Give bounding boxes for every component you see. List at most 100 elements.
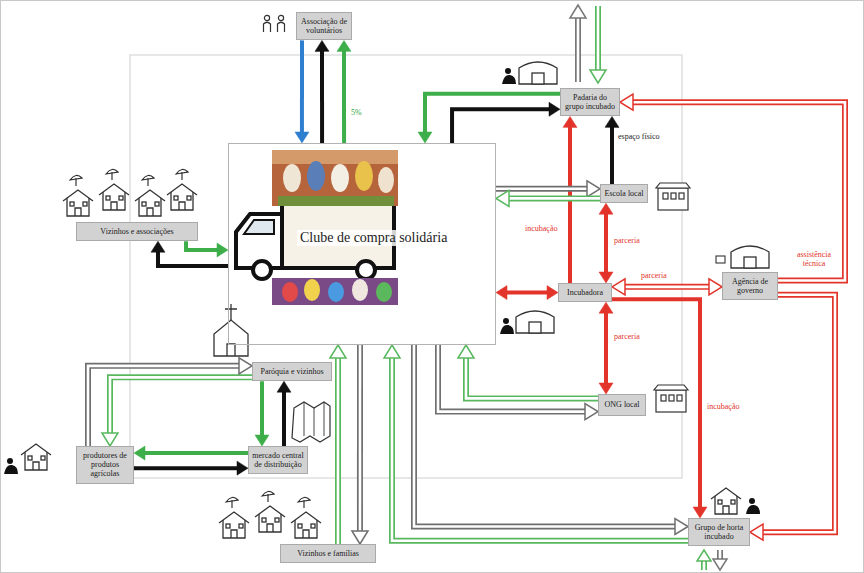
photo-person bbox=[283, 164, 301, 192]
open-arrow bbox=[595, 6, 601, 70]
arrow-line bbox=[110, 377, 252, 433]
flow-arrow bbox=[352, 345, 368, 544]
arrow-head bbox=[217, 243, 228, 257]
actor-box: Vizinhos e famílias bbox=[280, 544, 376, 563]
market-map bbox=[292, 402, 330, 442]
arrow-head bbox=[315, 40, 329, 51]
garden-icon bbox=[711, 488, 741, 514]
photo-produce bbox=[278, 196, 394, 206]
arrow-line bbox=[604, 312, 608, 384]
node-label: Associação de voluntários bbox=[300, 17, 348, 35]
incubator-icon bbox=[516, 311, 554, 333]
actor-box: mercado central de distribuição bbox=[248, 446, 308, 474]
flow-arrow bbox=[384, 345, 688, 541]
photo-part bbox=[272, 150, 398, 164]
node-label: ONG local bbox=[602, 400, 642, 409]
open-arrow bbox=[575, 18, 581, 82]
flow-arrow bbox=[750, 295, 835, 540]
arrow-line bbox=[633, 102, 845, 280]
house-icon bbox=[99, 184, 129, 210]
arrow-head bbox=[496, 286, 507, 300]
flow-arrow bbox=[277, 381, 291, 446]
flow-label: parceria bbox=[613, 236, 641, 245]
arrow-head bbox=[709, 279, 722, 295]
flow-arrow bbox=[418, 94, 560, 143]
truck-wheel bbox=[253, 261, 271, 279]
arrow-line bbox=[763, 295, 835, 532]
arrow-head bbox=[295, 132, 309, 143]
farm-icon bbox=[21, 444, 51, 470]
house-icon bbox=[219, 512, 249, 538]
arrow-line bbox=[335, 358, 341, 544]
arrow-head bbox=[337, 40, 351, 51]
church-cross bbox=[225, 304, 237, 356]
church-icon bbox=[214, 320, 248, 356]
dish-icon bbox=[142, 175, 154, 186]
photo-person bbox=[282, 282, 298, 302]
arrow-head bbox=[599, 203, 613, 214]
arrow-line bbox=[604, 213, 608, 273]
bakery-icon bbox=[519, 62, 557, 84]
flow-label: parceria bbox=[640, 271, 668, 280]
open-arrow bbox=[717, 550, 723, 559]
arrow-line-inner bbox=[88, 366, 239, 446]
worker-figure bbox=[502, 68, 516, 84]
arrow-head bbox=[563, 116, 577, 127]
flow-arrow bbox=[295, 40, 309, 143]
open-arrow bbox=[719, 550, 722, 559]
flow-label: parceria bbox=[613, 332, 641, 341]
arrow-line-inner bbox=[625, 286, 709, 289]
arrow-head bbox=[549, 102, 560, 116]
open-arrow-head bbox=[590, 70, 606, 83]
flow-arrow bbox=[452, 102, 560, 143]
arrow-line-inner bbox=[359, 345, 362, 531]
arrow-line bbox=[282, 391, 286, 446]
agency-icon bbox=[731, 246, 769, 268]
actor-box: Agência de governo bbox=[722, 272, 778, 300]
arrow-head bbox=[675, 519, 688, 535]
arrow-head bbox=[693, 507, 707, 518]
open-arrow-head bbox=[570, 5, 586, 18]
arrow-head bbox=[587, 181, 600, 197]
arrow-line bbox=[425, 94, 560, 133]
flow-arrow bbox=[612, 279, 722, 295]
flow-arrow bbox=[496, 181, 600, 197]
arrow-head bbox=[599, 272, 613, 283]
open-arrow bbox=[577, 18, 580, 82]
node-label: Paróquia e vizinhos bbox=[256, 367, 328, 376]
person-icon bbox=[278, 15, 285, 32]
arrow-head bbox=[330, 345, 346, 358]
flow-arrow bbox=[438, 345, 598, 420]
flow-arrow bbox=[599, 302, 613, 394]
arrow-head bbox=[496, 190, 509, 206]
actor-box: Escola local bbox=[600, 184, 648, 203]
arrow-line-inner bbox=[337, 358, 340, 544]
flow-arrow bbox=[134, 446, 248, 460]
arrow-line-inner bbox=[110, 377, 252, 433]
arrow-line bbox=[414, 345, 675, 527]
node-label: Escola local bbox=[604, 189, 644, 198]
flow-arrow bbox=[88, 358, 252, 446]
dish-icon bbox=[176, 169, 188, 180]
node-label: mercado central de distribuição bbox=[252, 451, 304, 469]
arrow-head bbox=[237, 461, 248, 475]
open-arrow bbox=[703, 561, 706, 570]
flow-arrow bbox=[255, 381, 269, 446]
arrow-head bbox=[418, 132, 432, 143]
actor-box: Paróquia e vizinhos bbox=[252, 362, 332, 381]
actor-box: ONG local bbox=[598, 394, 646, 416]
arrow-head bbox=[384, 345, 400, 358]
flow-arrow bbox=[458, 345, 598, 398]
arrow-line-inner bbox=[763, 295, 835, 532]
flow-arrow bbox=[620, 94, 845, 280]
actor-box: Associação de voluntários bbox=[296, 12, 352, 40]
arrow-line bbox=[438, 345, 585, 412]
flow-label: incubação bbox=[524, 224, 558, 233]
photo-person bbox=[307, 161, 325, 191]
arrow-line bbox=[186, 241, 218, 250]
arrow-head bbox=[239, 358, 252, 374]
flow-arrow bbox=[330, 345, 346, 544]
